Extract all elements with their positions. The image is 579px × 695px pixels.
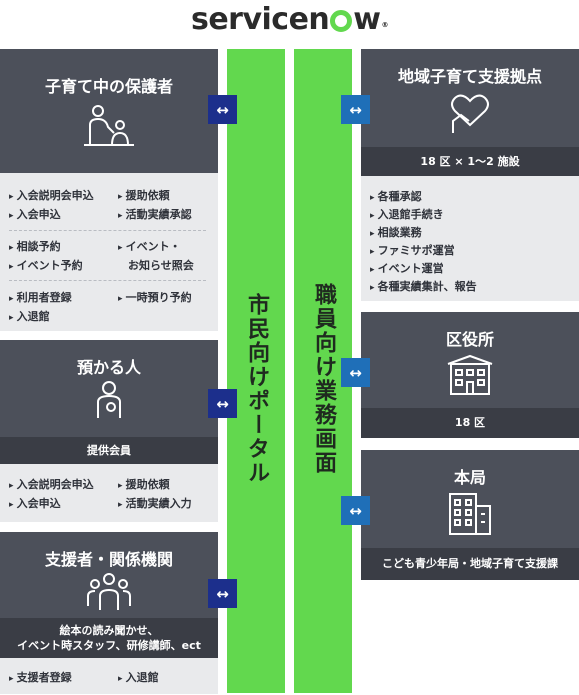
ward-panel: 区役所 18 区 (361, 312, 579, 438)
supporters-panel: 支援者・関係機関 絵本の読み聞かせ、 イベント時スタッフ、研修講師、ect 支援… (0, 532, 218, 694)
divider (9, 280, 206, 281)
supporters-subtitle-line2: イベント時スタッフ、研修講師、ect (17, 639, 201, 652)
hub-title: 地域子育て支援拠点 (397, 67, 542, 86)
hq-panel: 本局 こども青少年局・地域子育て支援課 (361, 450, 579, 580)
caregivers-items: 入会説明会申込 援助依頼 入会申込 活動実績入力 (0, 464, 218, 522)
caregivers-title: 預かる人 (76, 358, 141, 377)
hq-header: 本局 (361, 450, 579, 548)
list-item: 入退館 (118, 669, 159, 685)
parents-items: 入会説明会申込 援助依頼 入会申込 活動実績承認 相談予約 イベント・ イベント… (0, 173, 218, 331)
supporters-subtitle: 絵本の読み聞かせ、 イベント時スタッフ、研修講師、ect (0, 618, 218, 658)
hq-title: 本局 (453, 468, 486, 487)
caregivers-panel: 預かる人 提供会員 入会説明会申込 援助依頼 入会申込 活動実績入力 (0, 340, 218, 522)
hub-subtitle: 18 区 × 1～2 施設 (361, 147, 579, 176)
hub-panel: 地域子育て支援拠点 18 区 × 1～2 施設 各種承認 入退館手続き 相談業務… (361, 49, 579, 301)
citizen-portal-label: 市民向けポータル (244, 293, 269, 485)
list-item: 入退館 (9, 308, 50, 324)
list-item: 入会申込 (9, 206, 61, 222)
ward-connector-arrow-icon: ↔ (341, 358, 370, 387)
list-item: 活動実績承認 (118, 206, 192, 222)
parents-header: 子育て中の保護者 (0, 49, 218, 173)
parents-title: 子育て中の保護者 (44, 77, 173, 96)
hub-header: 地域子育て支援拠点 (361, 49, 579, 147)
list-item: 入会申込 (9, 495, 61, 511)
list-item: ファミサポ運営 (370, 242, 455, 258)
list-item: イベント予約 (9, 257, 83, 273)
building-icon (447, 354, 493, 395)
list-item: イベント運営 (370, 260, 444, 276)
supporters-header: 支援者・関係機関 (0, 532, 218, 618)
list-item: 相談予約 (9, 238, 61, 254)
list-item: 入会説明会申込 (9, 476, 94, 492)
supporters-subtitle-line1: 絵本の読み聞かせ、 (59, 623, 159, 637)
list-item: 一時預り予約 (118, 289, 192, 305)
heart-hand-icon (451, 94, 489, 133)
parents-connector-arrow-icon: ↔ (208, 95, 237, 124)
caregivers-connector-arrow-icon: ↔ (208, 389, 237, 418)
list-item: 援助依頼 (118, 187, 170, 203)
staff-portal-label: 職員向け業務画面 (311, 283, 336, 475)
parent-child-icon (84, 105, 134, 146)
caregiver-icon (97, 381, 121, 418)
list-item: イベント・ (118, 238, 181, 254)
office-tower-icon (449, 493, 491, 535)
supporters-connector-arrow-icon: ↔ (208, 579, 237, 608)
hub-connector-arrow-icon: ↔ (341, 95, 370, 124)
divider (9, 230, 206, 231)
ward-subtitle: 18 区 (361, 408, 579, 438)
ward-title: 区役所 (445, 330, 494, 349)
supporters-items: 支援者登録 入退館 (0, 658, 218, 694)
list-item: 入会説明会申込 (9, 187, 94, 203)
list-item: 入退館手続き (370, 206, 444, 222)
list-item: 各種承認 (370, 188, 422, 204)
list-item: 支援者登録 (9, 669, 72, 685)
list-item: 利用者登録 (9, 289, 72, 305)
hub-items: 各種承認 入退館手続き 相談業務 ファミサポ運営 イベント運営 各種実績集計、報… (361, 176, 579, 301)
supporters-title: 支援者・関係機関 (44, 550, 173, 569)
hq-connector-arrow-icon: ↔ (341, 496, 370, 525)
list-item: 相談業務 (370, 224, 422, 240)
caregivers-subtitle: 提供会員 (0, 437, 218, 464)
caregivers-header: 預かる人 (0, 340, 218, 437)
group-icon (87, 573, 131, 610)
list-item: 各種実績集計、報告 (370, 278, 477, 294)
list-item: 援助依頼 (118, 476, 170, 492)
list-item: お知らせ照会 (128, 259, 194, 272)
hq-subtitle: こども青少年局・地域子育て支援課 (361, 548, 579, 580)
ward-header: 区役所 (361, 312, 579, 408)
list-item: 活動実績入力 (118, 495, 192, 511)
parents-panel: 子育て中の保護者 入会説明会申込 援助依頼 入会申込 活動実績承認 相談予約 イ… (0, 49, 218, 331)
